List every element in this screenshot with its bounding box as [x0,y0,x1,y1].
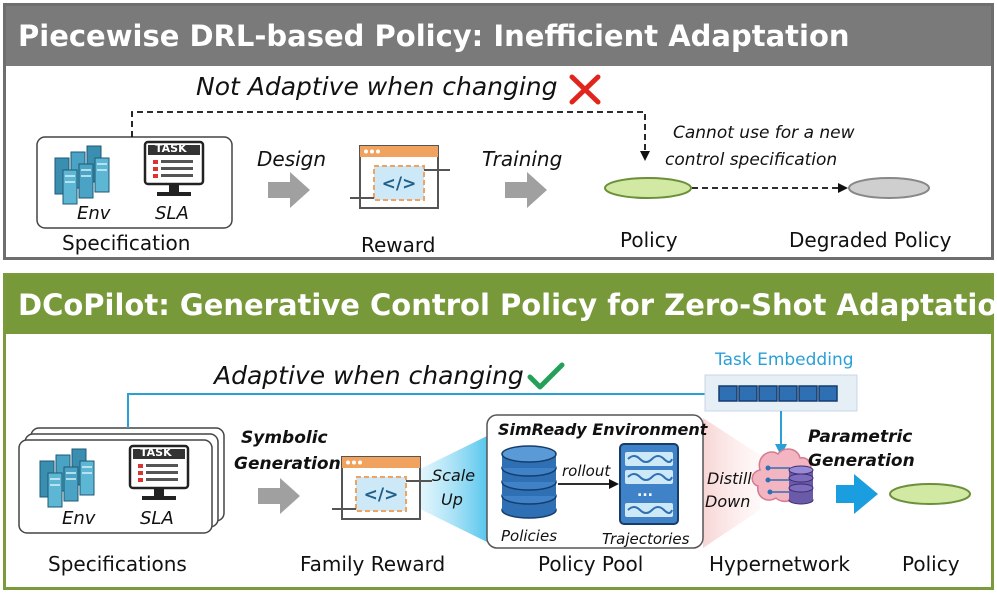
specifications-label: Specifications [48,552,187,576]
sla-label-bottom: SLA [140,508,174,529]
adaptive-blue-line [127,393,705,428]
policy-ellipse [604,177,692,199]
policy-label-bottom: Policy [902,552,960,576]
not-adaptive-dashed-path [131,111,650,161]
database-stack-icon [501,445,557,519]
policy-ellipse-bottom [889,483,971,505]
trajectory-list-icon [619,443,679,525]
degraded-policy-label: Degraded Policy [789,228,952,252]
parametric-arrow [836,474,878,514]
scale-line2: Up [441,490,463,509]
env-label-bottom: Env [62,508,96,529]
distill-line1: Distill [707,469,752,488]
policies-label: Policies [501,527,558,545]
cross-icon [569,74,601,105]
scale-line1: Scale [432,466,476,485]
cannot-use-line2: control specification [665,150,838,170]
task-label: TASK [155,142,187,155]
simready-label: SimReady Environment [498,420,708,439]
task-label-bottom: TASK [140,446,172,459]
task-embedding-cells [718,385,838,402]
training-label: Training [482,147,563,171]
bottom-panel-title: DCoPilot: Generative Control Policy for … [6,276,997,334]
parametric-line1: Parametric [808,427,913,447]
trajectories-label: Trajectories [602,530,690,548]
task-embedding-label: Task Embedding [715,350,854,370]
cannot-use-line1: Cannot use for a new [673,123,855,143]
symbolic-line1: Symbolic [241,428,328,448]
adaptive-label: Adaptive when changing [214,361,524,390]
scale-up-funnel [418,436,487,542]
specification-label: Specification [62,231,191,255]
reward-label: Reward [361,233,436,257]
hypernetwork-label: Hypernetwork [709,552,850,576]
brain-circuit-icon [751,448,814,505]
sla-label: SLA [155,203,189,224]
symbolic-line2: Generation [234,454,341,474]
bottom-panel: DCoPilot: Generative Control Policy for … [3,273,997,590]
check-icon [527,362,565,390]
top-panel: Piecewise DRL-based Policy: Inefficient … [3,3,994,260]
family-reward-label: Family Reward [300,552,446,576]
parametric-line2: Generation [808,451,915,471]
training-arrow [505,172,547,208]
distill-down-funnel [703,418,760,548]
code-window-icon [349,145,451,209]
rollout-label: rollout [562,462,611,480]
trajectory-ellipsis: ... [637,484,653,500]
top-panel-title: Piecewise DRL-based Policy: Inefficient … [6,6,991,66]
not-adaptive-label: Not Adaptive when changing [196,72,558,101]
design-label: Design [257,147,327,171]
degraded-policy-ellipse [848,177,930,199]
env-label: Env [77,203,111,224]
design-arrow [268,172,310,208]
policy-label: Policy [620,228,678,252]
policy-pool-label: Policy Pool [538,552,644,576]
distill-line2: Down [705,492,751,511]
